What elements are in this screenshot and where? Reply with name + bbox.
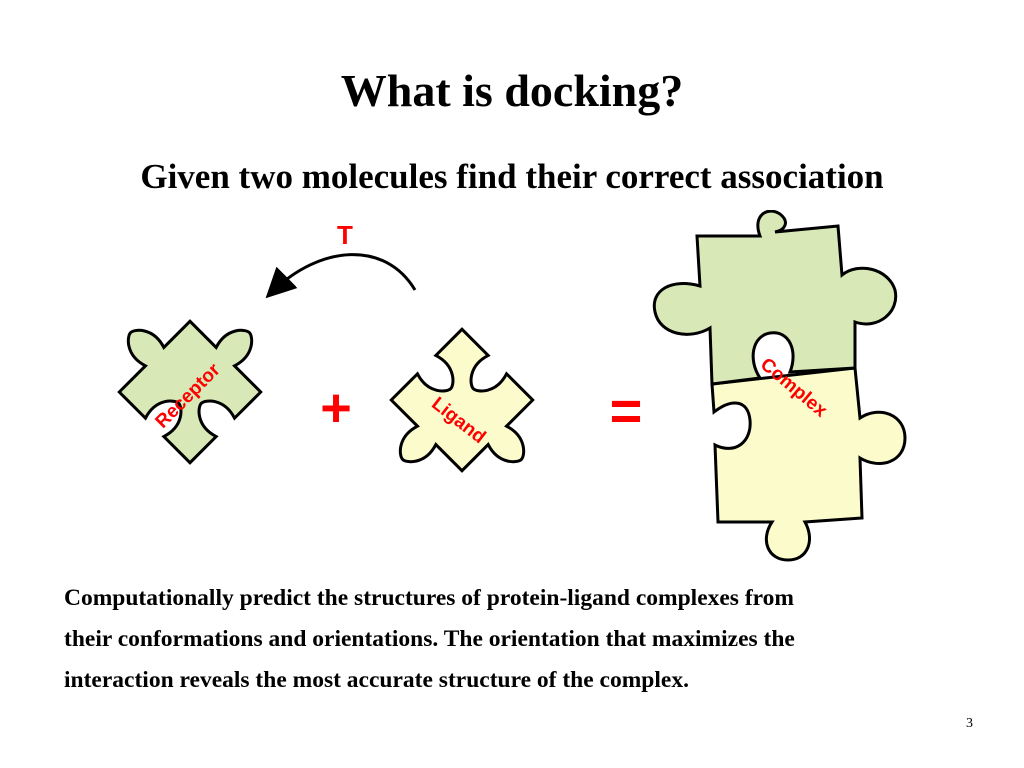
equals-sign: = xyxy=(610,379,643,442)
description-line-2: their conformations and orientations. Th… xyxy=(64,619,964,660)
description-line-3: interaction reveals the most accurate st… xyxy=(64,660,964,701)
transform-label: T xyxy=(337,220,353,250)
slide-subtitle: Given two molecules find their correct a… xyxy=(0,157,1024,197)
plus-sign: + xyxy=(320,378,352,438)
transform-arrow xyxy=(272,255,415,292)
description-paragraph: Computationally predict the structures o… xyxy=(64,578,964,701)
receptor-piece xyxy=(95,273,285,463)
page-number: 3 xyxy=(966,716,973,732)
docking-diagram: T Receptor + Ligand = Complex xyxy=(0,210,1024,570)
slide-title: What is docking? xyxy=(0,64,1024,117)
description-line-1: Computationally predict the structures o… xyxy=(64,578,964,619)
